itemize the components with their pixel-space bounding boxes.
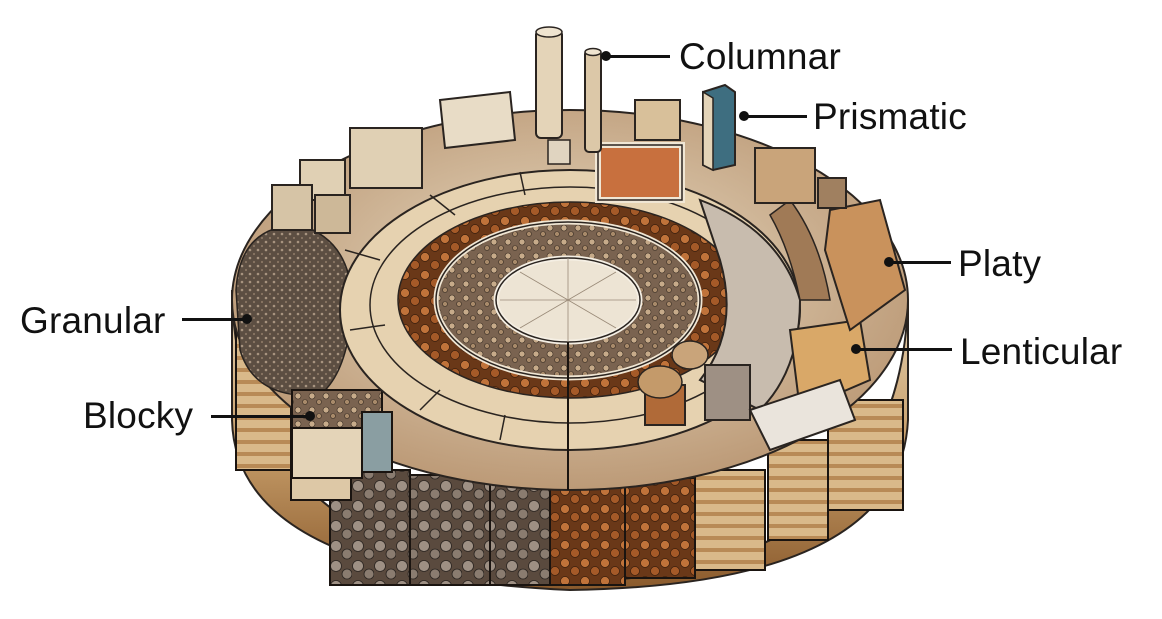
- right-stone-region: [637, 198, 802, 426]
- leader-line: [211, 415, 307, 418]
- prismatic-column: [702, 83, 736, 172]
- leader-line: [182, 318, 244, 321]
- lenticular-region: [748, 198, 907, 452]
- label-platy: Platy: [958, 243, 1042, 284]
- label-blocky: Blocky: [83, 395, 194, 436]
- leader-dot: [242, 314, 252, 324]
- leader-line: [889, 261, 951, 264]
- leader-line: [744, 115, 807, 118]
- leader-line: [856, 348, 952, 351]
- leader-line: [606, 55, 670, 58]
- label-columnar: Columnar: [679, 36, 841, 77]
- columnar-pillars: [535, 26, 602, 153]
- back-center-features: [438, 90, 847, 209]
- label-granular: Granular: [20, 300, 166, 341]
- leader-dot: [305, 411, 315, 421]
- label-lenticular: Lenticular: [960, 331, 1123, 372]
- blocky-region: [291, 389, 393, 479]
- back-left-blocks: [271, 127, 423, 234]
- label-prismatic: Prismatic: [813, 96, 967, 137]
- granular-region: [235, 224, 353, 397]
